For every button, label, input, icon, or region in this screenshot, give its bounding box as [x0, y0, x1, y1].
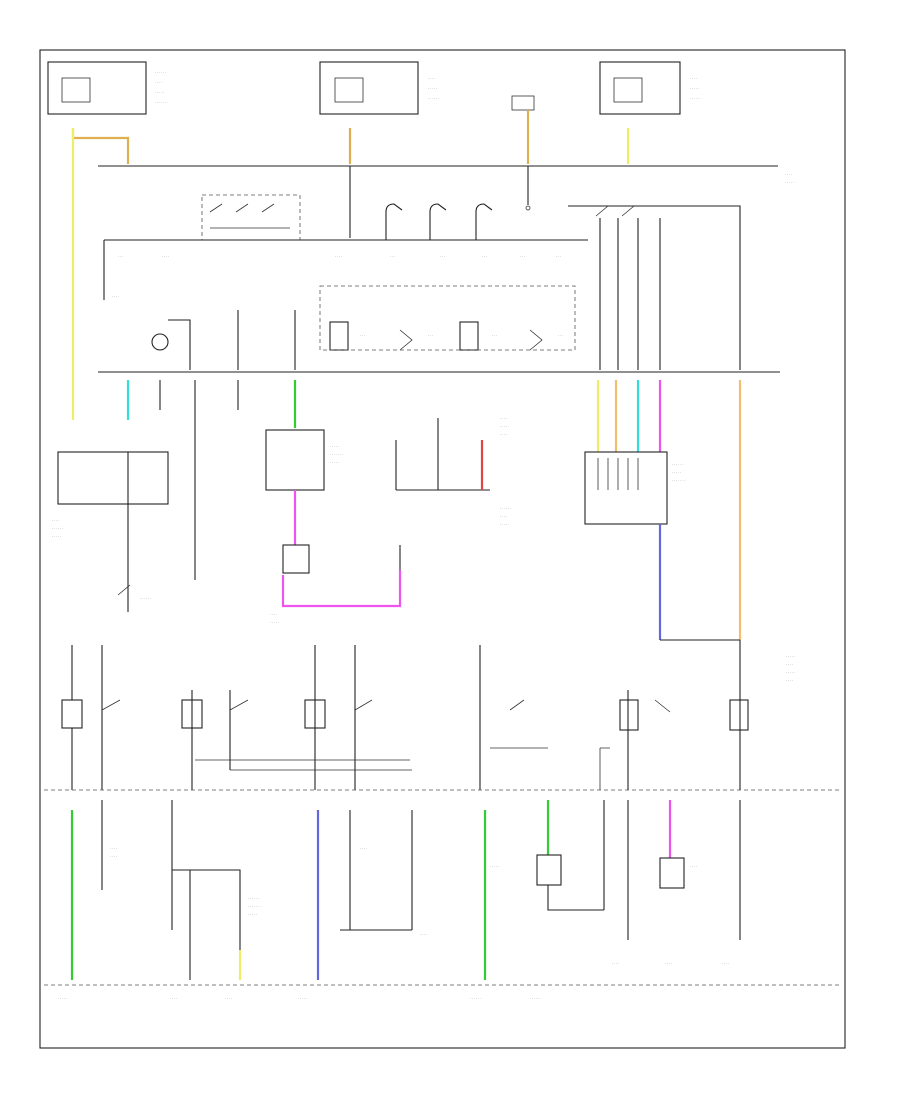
svg-text:· · · ·: · · · · — [500, 417, 507, 421]
module-left: · · · · · · · · · · · · · · · · · · · · … — [52, 420, 196, 612]
svg-text:· · · ·: · · · · — [428, 77, 435, 81]
svg-text:· · · · ·: · · · · · — [298, 997, 307, 1001]
svg-text:· · · · ·: · · · · · — [500, 523, 509, 527]
svg-text:· · · ·: · · · · — [420, 933, 427, 937]
resistor-group: · · · · · · · · · · · · · · · · · · · · … — [395, 417, 512, 570]
fuse-box-left: · · · · · · · · · · · · · · · · · · · · … — [47, 61, 169, 115]
lower-components: · · · · · · · · · · · · · · · · · · · · … — [110, 847, 697, 937]
svg-text:· · · · · ·: · · · · · · — [428, 97, 440, 101]
svg-text:· · · ·: · · · · — [360, 847, 367, 851]
relay-row — [61, 640, 749, 790]
wire-pink-bottom — [281, 570, 402, 608]
svg-text:· · · · · ·: · · · · · · — [672, 463, 684, 467]
svg-text:· · · ·: · · · · — [162, 255, 169, 259]
module-right: · · · · · · · · · · · · · · · · · · — [584, 451, 686, 640]
svg-text:· · · ·: · · · · — [722, 962, 729, 966]
svg-text:· · · · · ·: · · · · · · — [155, 71, 167, 75]
svg-text:· · · · · ·: · · · · · · — [52, 527, 64, 531]
bottom-labels: · · · · · · · · · · · · · · · · · · · · … — [58, 962, 729, 1001]
svg-text:· · · ·: · · · · — [52, 519, 59, 523]
svg-text:· · · ·: · · · · — [110, 855, 117, 859]
svg-text:· · · ·: · · · · — [110, 847, 117, 851]
svg-text:· · · · ·: · · · · · — [330, 445, 339, 449]
fuse-center-small — [511, 95, 535, 111]
svg-text:· · · ·: · · · · — [690, 865, 697, 869]
svg-text:· · ·: · · · — [492, 334, 497, 338]
svg-text:· · · · · ·: · · · · · · — [690, 97, 702, 101]
svg-text:· · · · ·: · · · · · — [490, 865, 499, 869]
svg-text:· · · ·: · · · · — [112, 295, 119, 299]
fuse-box-right: · · · · · · · · · · · · · · · — [599, 61, 702, 115]
svg-text:· · · · ·: · · · · · — [690, 87, 699, 91]
svg-text:· · ·: · · · — [390, 255, 395, 259]
component-row: · · · · · · · · · · · · · · · · — [112, 285, 576, 370]
svg-text:· · ·: · · · — [428, 334, 433, 338]
svg-text:· · ·: · · · — [556, 255, 561, 259]
svg-text:· · · ·: · · · · — [665, 962, 672, 966]
svg-text:· · · · ·: · · · · · — [500, 425, 509, 429]
svg-text:· · · · ·: · · · · · — [330, 461, 339, 465]
svg-text:· · · · ·: · · · · · — [786, 671, 795, 675]
svg-text:· · · · ·: · · · · · — [270, 621, 279, 625]
diagram-frame — [39, 49, 846, 1049]
svg-text:· · ·: · · · — [520, 255, 525, 259]
svg-text:· · · · · · ·: · · · · · · · — [330, 453, 344, 457]
svg-text:· · · · ·: · · · · · — [248, 913, 257, 917]
svg-text:· · ·: · · · — [118, 255, 123, 259]
svg-text:· · · · ·: · · · · · — [785, 181, 794, 185]
module-center: · · · · · · · · · · · · · · · · · · · · … — [265, 429, 402, 625]
svg-text:· · · · ·: · · · · · — [786, 655, 795, 659]
svg-text:· · · ·: · · · · — [170, 997, 177, 1001]
svg-text:· · · ·: · · · · — [335, 255, 342, 259]
svg-text:· · · · · ·: · · · · · · — [500, 507, 512, 511]
svg-text:· · · · ·: · · · · · — [58, 997, 67, 1001]
svg-text:· · ·: · · · — [440, 255, 445, 259]
svg-text:· · · ·: · · · · — [225, 997, 232, 1001]
svg-text:· · · ·: · · · · — [500, 515, 507, 519]
svg-text:· · · ·: · · · · — [270, 613, 277, 617]
svg-text:· · · ·: · · · · — [612, 962, 619, 966]
svg-text:· · · ·: · · · · — [500, 433, 507, 437]
switch-mid — [525, 166, 531, 211]
svg-text:· · · ·: · · · · — [690, 77, 697, 81]
svg-text:· · · · · · ·: · · · · · · · — [672, 479, 686, 483]
svg-text:· · · ·: · · · · — [155, 81, 162, 85]
svg-text:· · · ·: · · · · — [785, 173, 792, 177]
svg-text:· · · · ·: · · · · · — [428, 87, 437, 91]
svg-text:· · ·: · · · — [482, 255, 487, 259]
svg-text:· · · · · ·: · · · · · · — [140, 597, 152, 601]
svg-text:· · · ·: · · · · — [786, 679, 793, 683]
svg-text:· · · · · ·: · · · · · · — [248, 897, 260, 901]
fuse-box-center: · · · · · · · · · · · · · · · — [319, 61, 440, 115]
switch-hooks — [385, 203, 493, 240]
svg-text:· · · · · ·: · · · · · · — [470, 997, 482, 1001]
svg-text:· · ·: · · · — [360, 334, 365, 338]
svg-text:· · · · · · ·: · · · · · · · — [155, 101, 169, 105]
svg-text:· · · · ·: · · · · · — [672, 471, 681, 475]
svg-text:· · · · ·: · · · · · — [52, 535, 61, 539]
svg-text:· · ·: · · · — [558, 334, 563, 338]
connector-labels-row: · · · · · · · · · · · · · · · · · · · · … — [118, 255, 561, 259]
svg-text:· · · ·: · · · · — [786, 663, 793, 667]
svg-text:· · · · · · ·: · · · · · · · — [248, 905, 262, 909]
switch-right — [568, 205, 741, 370]
svg-text:· · · · ·: · · · · · — [155, 91, 164, 95]
svg-text:· · · · · ·: · · · · · · — [530, 997, 542, 1001]
